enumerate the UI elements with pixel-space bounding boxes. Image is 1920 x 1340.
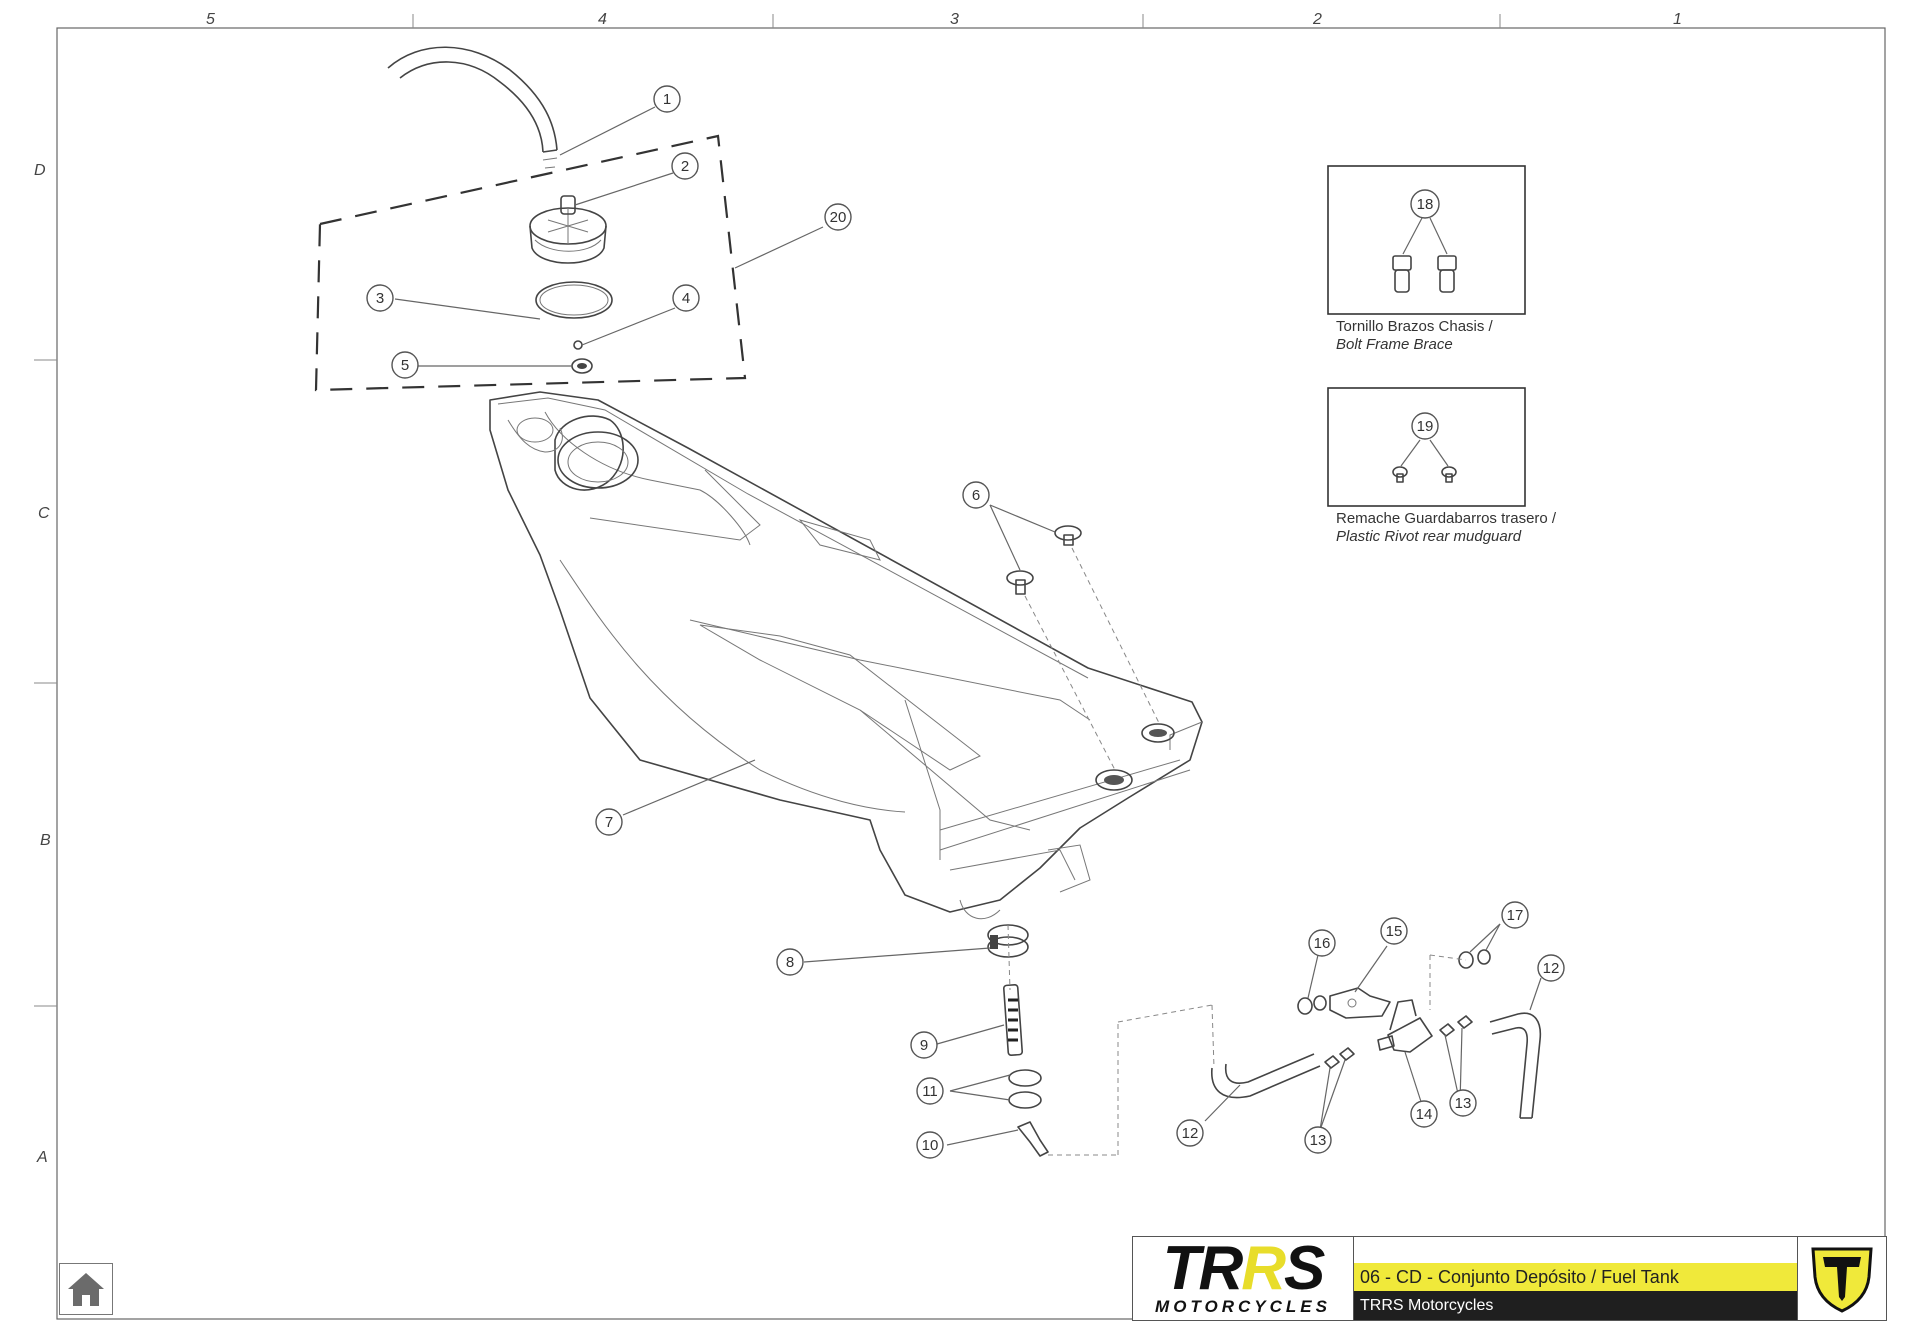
callout-leaders — [394, 106, 1542, 1146]
zone-row-d: D — [34, 162, 46, 179]
hose-clips — [1324, 1015, 1473, 1069]
svg-text:2: 2 — [681, 158, 689, 175]
callout-14[interactable]: 14 — [1410, 1100, 1438, 1128]
fuel-cap-o-ring — [535, 281, 613, 319]
zone-row-a: A — [36, 1149, 48, 1166]
svg-text:11: 11 — [922, 1083, 938, 1100]
callout-3[interactable]: 3 — [366, 284, 394, 312]
svg-text:8: 8 — [786, 954, 794, 971]
svg-text:12: 12 — [1182, 1125, 1199, 1142]
detail-bolt-caption-en: Bolt Frame Brace — [1336, 336, 1453, 353]
callout-20[interactable]: 20 — [824, 203, 852, 231]
zone-col-3: 3 — [950, 11, 959, 28]
bracket-washers — [1297, 995, 1327, 1015]
svg-text:15: 15 — [1386, 923, 1403, 940]
fuel-tap-bracket — [1329, 987, 1391, 1019]
title-text-cell: 06 - CD - Conjunto Depósito / Fuel Tank … — [1354, 1237, 1798, 1320]
tank-mounting-bolts — [1006, 525, 1161, 771]
home-icon — [68, 1273, 104, 1306]
callout-13-right[interactable]: 13 — [1449, 1089, 1477, 1117]
fuel-cap-assembly-group-outline — [314, 134, 747, 392]
logo-subtitle: MOTORCYCLES — [1155, 1296, 1331, 1316]
fuel-tap — [1377, 999, 1433, 1053]
axis-line-filter — [1007, 924, 1011, 991]
fuel-cap — [529, 195, 607, 264]
callout-8[interactable]: 8 — [776, 948, 804, 976]
callout-19[interactable]: 19 — [1411, 412, 1439, 440]
zone-row-b: B — [40, 832, 51, 849]
detail-rivet-caption-es: Remache Guardabarros trasero / — [1336, 510, 1557, 527]
fuel-hose-left — [1211, 1053, 1321, 1099]
fuel-tank — [489, 391, 1203, 920]
callout-9[interactable]: 9 — [910, 1031, 938, 1059]
svg-text:20: 20 — [830, 209, 847, 226]
callout-12-right[interactable]: 12 — [1537, 954, 1565, 982]
svg-text:7: 7 — [605, 814, 613, 831]
callout-1[interactable]: 1 — [653, 85, 681, 113]
callout-16[interactable]: 16 — [1308, 929, 1336, 957]
fuel-cap-nut — [571, 358, 593, 374]
row-ticks — [34, 359, 57, 1007]
callout-12-left[interactable]: 12 — [1176, 1119, 1204, 1147]
fuel-cap-o-ring-inner — [539, 284, 609, 316]
svg-text:18: 18 — [1417, 196, 1434, 213]
home-button[interactable] — [59, 1263, 113, 1315]
zone-row-c: C — [38, 505, 50, 522]
callout-6[interactable]: 6 — [962, 481, 990, 509]
zone-col-2: 2 — [1312, 11, 1322, 28]
tank-outlet-fitting — [1017, 1004, 1215, 1157]
callout-18[interactable]: 18 — [1410, 189, 1440, 219]
svg-text:14: 14 — [1416, 1106, 1433, 1123]
zone-col-5: 5 — [206, 11, 215, 28]
fuel-hose-right — [1489, 1012, 1542, 1119]
filter-o-ring-2 — [1008, 1091, 1042, 1109]
svg-text:6: 6 — [972, 487, 980, 504]
svg-text:13: 13 — [1455, 1095, 1472, 1112]
breather-hose — [387, 46, 558, 169]
svg-text:4: 4 — [682, 290, 690, 307]
svg-text:13: 13 — [1310, 1132, 1327, 1149]
callout-11[interactable]: 11 — [916, 1077, 944, 1105]
callout-10[interactable]: 10 — [916, 1131, 944, 1159]
detail-box-rivet — [1327, 387, 1526, 507]
trrs-shield-emblem-icon — [1811, 1247, 1873, 1313]
logo-wordmark: TRRS — [1162, 1233, 1326, 1303]
company-name: TRRS Motorcycles — [1354, 1291, 1797, 1320]
callout-4[interactable]: 4 — [672, 284, 700, 312]
check-valve-ball — [573, 340, 583, 350]
callout-2[interactable]: 2 — [671, 152, 699, 180]
title-block: TRRS MOTORCYCLES 06 - CD - Conjunto Depó… — [1132, 1236, 1887, 1321]
callout-7[interactable]: 7 — [595, 808, 623, 836]
svg-text:19: 19 — [1417, 418, 1434, 435]
svg-text:10: 10 — [922, 1137, 939, 1154]
drawing-frame — [56, 27, 1886, 1320]
svg-text:1: 1 — [663, 91, 671, 108]
callout-13-left[interactable]: 13 — [1304, 1126, 1332, 1154]
detail-rivet-caption-en: Plastic Rivot rear mudguard — [1336, 528, 1522, 545]
svg-text:16: 16 — [1314, 935, 1331, 952]
column-ticks — [412, 14, 1501, 28]
callout-15[interactable]: 15 — [1380, 917, 1408, 945]
bolt-frame-brace-pair — [1392, 217, 1457, 293]
detail-box-bolt — [1327, 165, 1526, 315]
svg-text:5: 5 — [401, 357, 409, 374]
svg-text:12: 12 — [1543, 960, 1560, 977]
svg-text:17: 17 — [1507, 907, 1524, 924]
svg-text:9: 9 — [920, 1037, 928, 1054]
detail-bolt-caption-es: Tornillo Brazos Chasis / — [1336, 318, 1494, 335]
svg-text:3: 3 — [376, 290, 384, 307]
zone-col-4: 4 — [598, 11, 607, 28]
callout-5[interactable]: 5 — [391, 351, 419, 379]
zone-col-1: 1 — [1673, 11, 1682, 28]
trrs-logo: TRRS MOTORCYCLES — [1133, 1237, 1354, 1320]
fuel-filter — [1002, 983, 1024, 1057]
filter-o-ring-1 — [1008, 1069, 1042, 1087]
document-title: 06 - CD - Conjunto Depósito / Fuel Tank — [1354, 1263, 1797, 1291]
emblem-cell — [1798, 1237, 1886, 1320]
callout-17[interactable]: 17 — [1501, 901, 1529, 929]
plastic-rivet-pair — [1392, 439, 1457, 483]
bracket-screws — [1429, 949, 1491, 1010]
